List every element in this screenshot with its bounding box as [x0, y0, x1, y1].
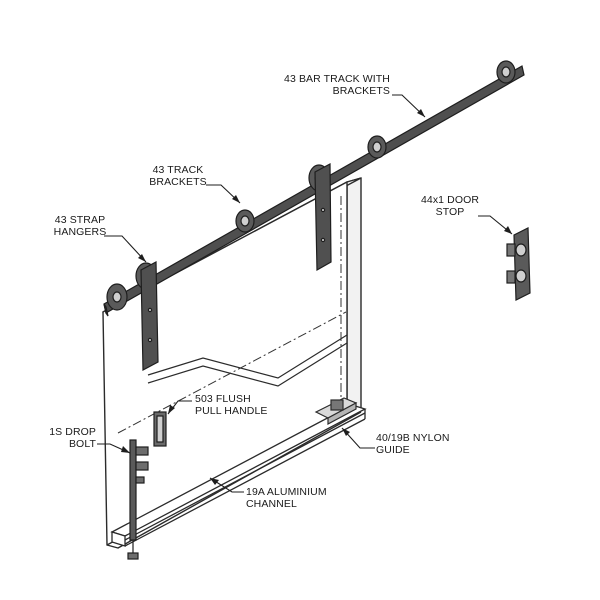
- label-track-brackets-line1: 43 TRACK: [152, 164, 204, 176]
- label-bar-track: 43 BAR TRACK WITH BRACKETS: [270, 73, 390, 97]
- track-bracket-1: [235, 209, 255, 233]
- leader-alu-channel: [209, 477, 244, 493]
- label-strap-hangers-line2: HANGERS: [53, 226, 107, 238]
- drop-bolt: [127, 439, 149, 560]
- flush-pull-handle: [153, 411, 167, 447]
- leader-arrowheads: [121, 109, 512, 485]
- label-nylon-guide-line2: GUIDE: [376, 444, 410, 456]
- label-flush-handle: 503 FLUSH PULL HANDLE: [195, 393, 295, 417]
- label-drop-bolt: 1S DROP BOLT: [38, 426, 96, 450]
- aluminium-channel: [110, 404, 367, 547]
- label-drop-bolt-line2: BOLT: [68, 438, 96, 450]
- label-alu-channel: 19A ALUMINIUM CHANNEL: [246, 486, 346, 510]
- leader-strap-hangers: [104, 235, 147, 263]
- arrow-drop-bolt: [121, 446, 130, 453]
- label-bar-track-line2: BRACKETS: [332, 85, 390, 97]
- arrow-strap-hangers: [138, 254, 146, 262]
- leader-track-brackets: [206, 184, 241, 204]
- label-door-stop: 44x1 DOOR STOP: [414, 194, 486, 218]
- strap-hanger-left: [135, 261, 159, 371]
- label-door-stop-line1: 44x1 DOOR: [420, 194, 480, 206]
- label-strap-hangers-line1: 43 STRAP: [54, 214, 106, 226]
- track-brackets: [106, 60, 516, 311]
- door-stop: [506, 227, 531, 301]
- label-track-brackets: 43 TRACK BRACKETS: [146, 164, 210, 188]
- construction-lines: [117, 196, 347, 434]
- arrow-nylon-guide: [342, 428, 350, 436]
- arrow-alu-channel: [210, 478, 219, 485]
- label-track-brackets-line2: BRACKETS: [149, 176, 207, 188]
- arrow-door-stop: [504, 226, 512, 234]
- track-end-wheel: [106, 283, 128, 311]
- arrow-track-brackets: [232, 195, 240, 203]
- label-flush-handle-line2: PULL HANDLE: [195, 405, 268, 417]
- leader-bar-track: [392, 94, 426, 118]
- door-edge-right: [346, 177, 362, 416]
- strap-hanger-right: [308, 163, 332, 272]
- label-door-stop-line2: STOP: [435, 206, 465, 218]
- label-flush-handle-line1: 503 FLUSH: [195, 393, 251, 405]
- leader-nylon-guide: [341, 427, 375, 449]
- track-bracket-3: [496, 60, 516, 84]
- label-alu-channel-line2: CHANNEL: [246, 498, 297, 510]
- strap-hangers: [135, 163, 332, 371]
- label-nylon-guide: 40/19B NYLON GUIDE: [376, 432, 472, 456]
- track-bracket-2: [367, 135, 387, 159]
- arrow-bar-track: [417, 109, 425, 117]
- label-alu-channel-line1: 19A ALUMINIUM: [246, 486, 327, 498]
- label-strap-hangers: 43 STRAP HANGERS: [52, 214, 108, 238]
- label-nylon-guide-line1: 40/19B NYLON: [376, 432, 450, 444]
- leader-door-stop: [478, 215, 513, 235]
- nylon-guide: [314, 397, 358, 426]
- label-bar-track-line1: 43 BAR TRACK WITH: [284, 73, 390, 85]
- arrow-flush-handle: [168, 405, 175, 414]
- label-drop-bolt-line1: 1S DROP: [49, 426, 96, 438]
